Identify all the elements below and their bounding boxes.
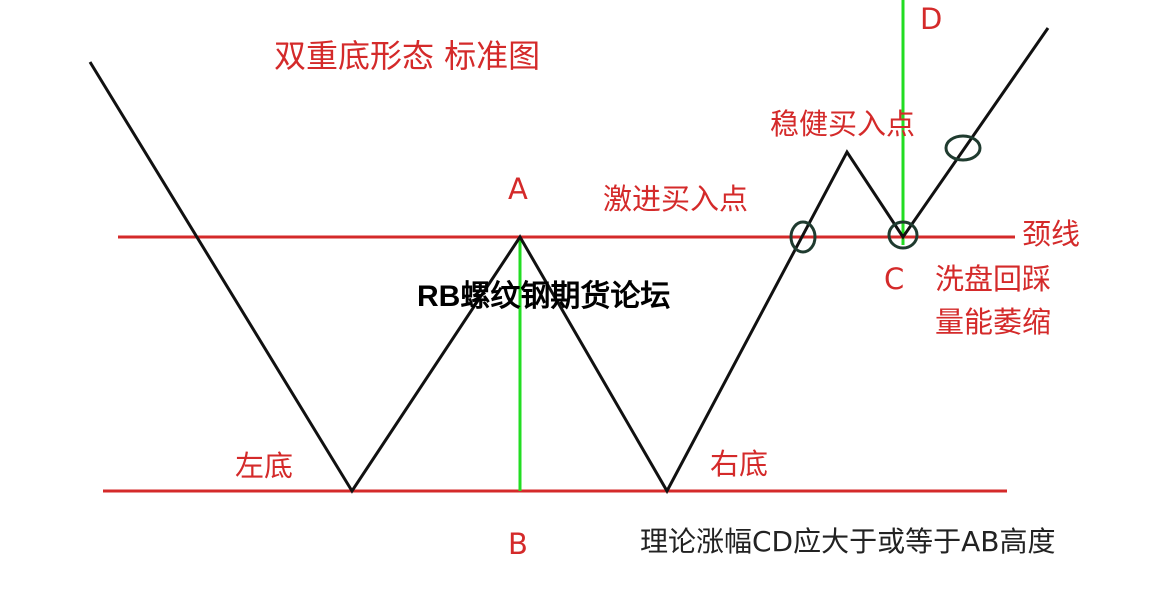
label-d: D [920, 2, 943, 36]
label-left-bottom: 左底 [235, 449, 294, 483]
diagram-title: 双重底形态 标准图 [274, 37, 541, 75]
label-washout-1: 洗盘回踩 [935, 262, 1052, 296]
steady-buy-marker [944, 134, 982, 162]
label-b: B [508, 527, 528, 561]
label-right-bottom: 右底 [710, 447, 769, 481]
washout-marker [887, 220, 919, 250]
label-washout-2: 量能萎缩 [935, 305, 1052, 339]
label-c: C [884, 262, 905, 296]
watermark: RB螺纹钢期货论坛 [417, 280, 671, 313]
note-text: 理论涨幅CD应大于或等于AB高度 [640, 525, 1056, 558]
aggressive-buy-marker [789, 220, 817, 254]
label-steady-buy: 稳健买入点 [770, 107, 916, 141]
price-path [88, 27, 1050, 495]
label-aggressive-buy: 激进买入点 [603, 182, 749, 216]
label-a: A [508, 172, 528, 206]
label-neckline: 颈线 [1022, 217, 1081, 251]
